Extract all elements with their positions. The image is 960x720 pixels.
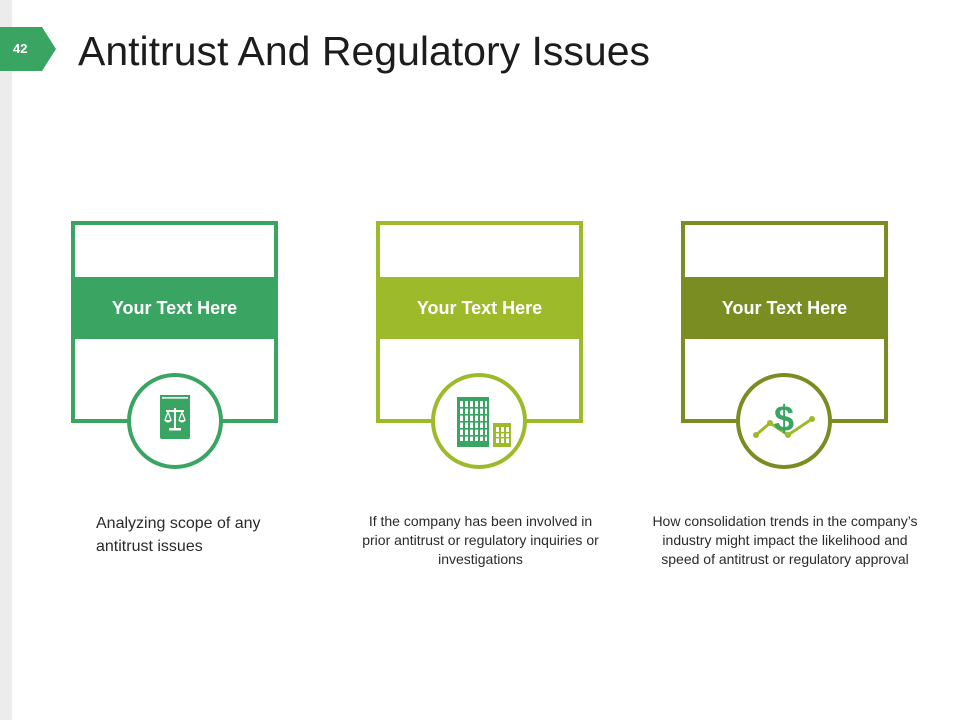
card-2-description: If the company has been involved in prio… — [362, 513, 599, 567]
law-book-scales-icon — [160, 395, 190, 439]
card-1-icon-circle — [127, 373, 223, 469]
card-2-frame: Your Text Here — [376, 221, 583, 423]
dollar-trend-icon: $ — [753, 398, 815, 439]
left-edge-strip — [0, 0, 12, 720]
card-3-description: How consolidation trends in the company’… — [652, 513, 918, 567]
slide-number: 42 — [13, 41, 28, 56]
office-buildings-icon — [457, 397, 511, 447]
svg-text:$: $ — [774, 398, 794, 439]
slide-number-badge: 42 — [0, 27, 56, 71]
card-1-description: Analyzing scope of any antitrust issues — [96, 515, 261, 555]
card-2-label: Your Text Here — [380, 277, 579, 339]
card-1-label: Your Text Here — [75, 277, 274, 339]
slide-title: Antitrust And Regulatory Issues — [78, 28, 651, 74]
card-3-icon-circle: $ — [736, 373, 832, 469]
card-3-label: Your Text Here — [685, 277, 884, 339]
card-2-icon-circle — [431, 373, 527, 469]
